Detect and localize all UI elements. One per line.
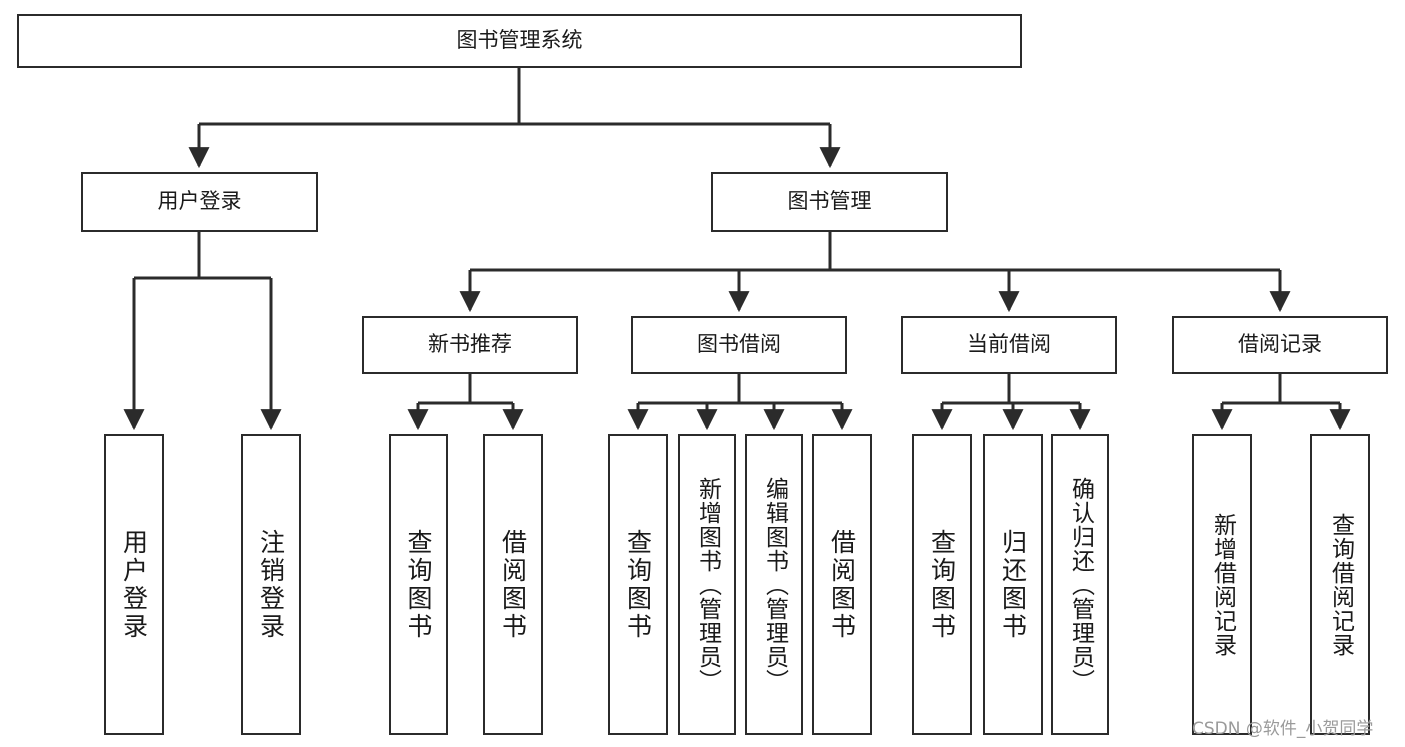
node-leaf-user-login[interactable]: 用户登录: [104, 434, 164, 735]
node-leaf-borrow-book-recommend[interactable]: 借阅图书: [483, 434, 543, 735]
node-leaf-query-book-recommend[interactable]: 查询图书: [389, 434, 448, 735]
node-current-borrow[interactable]: 当前借阅: [901, 316, 1117, 374]
node-leaf-edit-book-admin-label: 编辑图书（管理员）: [761, 476, 788, 693]
node-leaf-logout-label: 注销登录: [256, 528, 286, 641]
node-book-borrow[interactable]: 图书借阅: [631, 316, 847, 374]
node-leaf-borrow-book-label: 借阅图书: [827, 528, 857, 641]
node-leaf-add-borrow-record-label: 新增借阅记录: [1209, 512, 1236, 657]
node-leaf-query-borrow-record[interactable]: 查询借阅记录: [1310, 434, 1370, 735]
node-leaf-query-book-recommend-label: 查询图书: [404, 528, 433, 641]
node-book-management-label: 图书管理: [787, 189, 872, 214]
node-leaf-query-book-borrow[interactable]: 查询图书: [608, 434, 668, 735]
node-current-borrow-label: 当前借阅: [967, 332, 1051, 357]
node-leaf-query-book-current-label: 查询图书: [927, 528, 957, 641]
csdn-watermark: CSDN @软件_小贺同学: [1192, 719, 1374, 739]
node-leaf-confirm-return-admin[interactable]: 确认归还（管理员）: [1051, 434, 1109, 735]
node-root-label: 图书管理系统: [456, 28, 583, 53]
node-book-borrow-label: 图书借阅: [697, 332, 781, 357]
node-borrow-records[interactable]: 借阅记录: [1172, 316, 1388, 374]
node-leaf-query-book-borrow-label: 查询图书: [623, 528, 653, 641]
node-borrow-records-label: 借阅记录: [1238, 332, 1322, 357]
node-leaf-add-book-admin[interactable]: 新增图书（管理员）: [678, 434, 736, 735]
node-leaf-return-book-label: 归还图书: [998, 528, 1028, 641]
node-leaf-borrow-book[interactable]: 借阅图书: [812, 434, 872, 735]
node-root[interactable]: 图书管理系统: [17, 14, 1022, 68]
node-leaf-query-book-current[interactable]: 查询图书: [912, 434, 972, 735]
node-new-book-recommend[interactable]: 新书推荐: [362, 316, 578, 374]
node-new-book-recommend-label: 新书推荐: [428, 332, 512, 357]
node-leaf-logout[interactable]: 注销登录: [241, 434, 301, 735]
node-user-login[interactable]: 用户登录: [81, 172, 318, 232]
node-leaf-edit-book-admin[interactable]: 编辑图书（管理员）: [745, 434, 803, 735]
node-leaf-add-book-admin-label: 新增图书（管理员）: [694, 476, 721, 693]
node-leaf-return-book[interactable]: 归还图书: [983, 434, 1043, 735]
node-leaf-query-borrow-record-label: 查询借阅记录: [1327, 512, 1354, 657]
node-book-management[interactable]: 图书管理: [711, 172, 948, 232]
node-leaf-user-login-label: 用户登录: [119, 528, 149, 641]
node-user-login-label: 用户登录: [157, 189, 242, 214]
node-leaf-borrow-book-recommend-label: 借阅图书: [498, 528, 528, 641]
node-leaf-add-borrow-record[interactable]: 新增借阅记录: [1192, 434, 1252, 735]
node-leaf-confirm-return-admin-label: 确认归还（管理员）: [1067, 476, 1094, 693]
